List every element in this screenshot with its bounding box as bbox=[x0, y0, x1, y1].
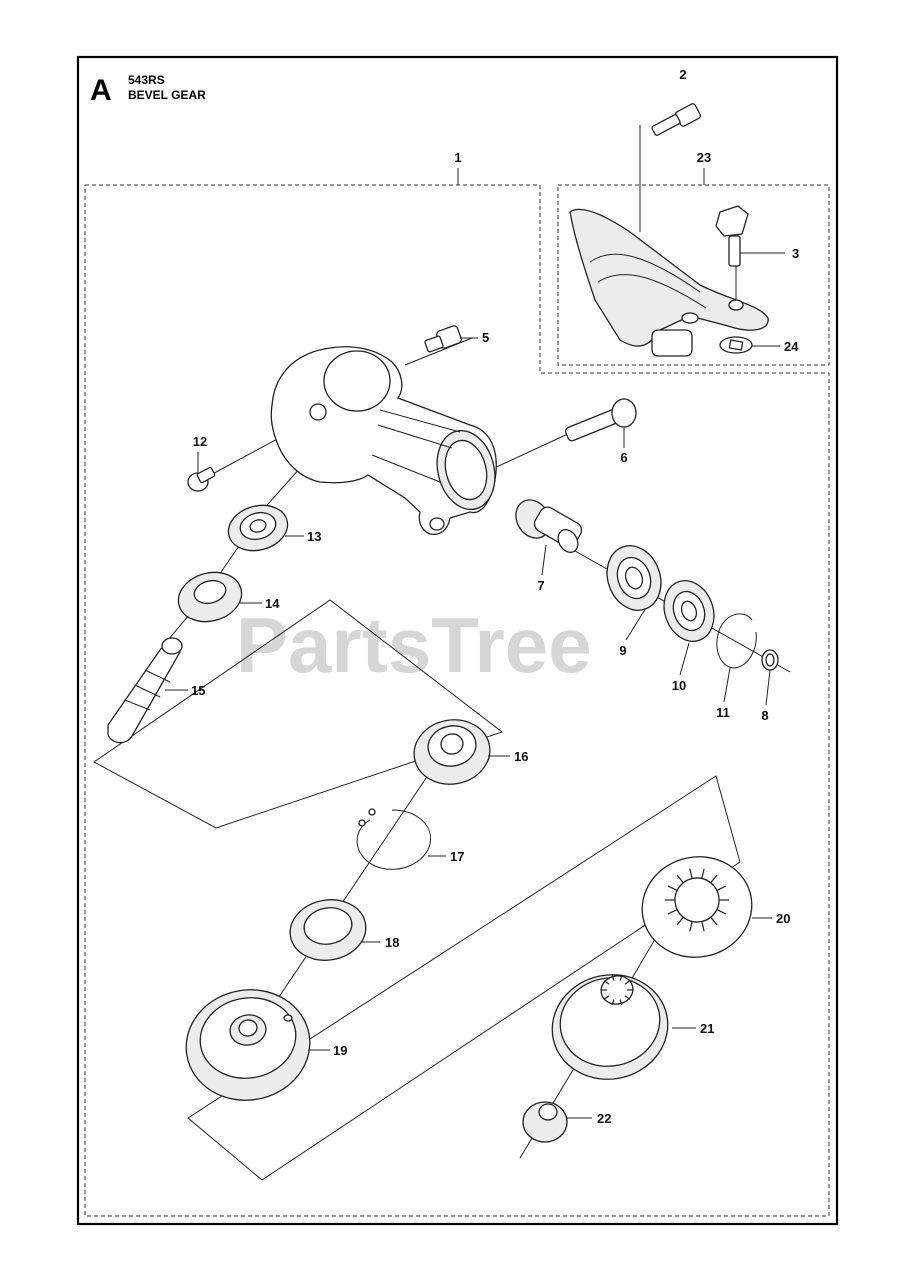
assembly-23-boundary bbox=[557, 184, 830, 366]
cup-spline bbox=[611, 974, 615, 981]
washer-tab bbox=[701, 921, 705, 932]
page-frame bbox=[76, 55, 839, 1226]
washer-tab bbox=[701, 868, 705, 879]
shaft-group-outline bbox=[93, 599, 504, 829]
support-group-outline bbox=[187, 775, 741, 1181]
seal-ring bbox=[289, 899, 367, 961]
callout-12: 12 bbox=[193, 434, 207, 449]
small-circlip bbox=[761, 649, 779, 671]
bevel-wheel bbox=[177, 571, 243, 623]
callout-2: 2 bbox=[679, 67, 686, 82]
callout-8: 8 bbox=[761, 708, 768, 723]
nut bbox=[522, 1101, 568, 1143]
washer-tab bbox=[710, 916, 718, 926]
cup-spline bbox=[619, 999, 623, 1006]
callout-labels: 1 2 3 5 6 7 8 9 10 11 12 13 14 15 16 17 … bbox=[191, 67, 799, 1126]
bevel-gear-housing bbox=[270, 346, 497, 536]
cup-spline bbox=[603, 980, 610, 985]
callout-11: 11 bbox=[716, 705, 730, 720]
input-pinion bbox=[515, 499, 583, 553]
callout-23: 23 bbox=[697, 150, 711, 165]
callout-7: 7 bbox=[537, 578, 544, 593]
ball-bearing-a bbox=[606, 545, 662, 611]
callout-1: 1 bbox=[454, 150, 461, 165]
side-screw bbox=[187, 466, 216, 492]
cup-spline bbox=[624, 995, 631, 1000]
washer-tab bbox=[710, 874, 718, 884]
washer-tab bbox=[676, 916, 684, 926]
callout-15: 15 bbox=[191, 683, 205, 698]
diagram-title: BEVEL GEAR bbox=[128, 88, 206, 102]
model-number: 543RS bbox=[128, 73, 165, 87]
washer-tab bbox=[689, 868, 693, 879]
snap-ring bbox=[356, 808, 432, 870]
washer-tab bbox=[667, 908, 678, 915]
callout-21: 21 bbox=[700, 1021, 714, 1036]
callout-22: 22 bbox=[597, 1111, 611, 1126]
washer-tab bbox=[689, 921, 693, 932]
callout-17: 17 bbox=[450, 849, 464, 864]
dust-cover bbox=[185, 989, 311, 1101]
lower-bearing bbox=[413, 719, 491, 785]
callout-16: 16 bbox=[514, 749, 528, 764]
guard-bolt bbox=[715, 205, 749, 267]
assembly-1-boundary bbox=[84, 184, 830, 1217]
callout-6: 6 bbox=[620, 450, 627, 465]
callout-3: 3 bbox=[792, 246, 799, 261]
cup-spline bbox=[603, 995, 610, 1000]
cup-spline bbox=[611, 999, 615, 1006]
callout-14: 14 bbox=[265, 596, 280, 611]
watermark: PartsTree bbox=[236, 601, 592, 689]
output-shaft bbox=[107, 637, 183, 744]
cup-spline bbox=[624, 980, 631, 985]
plug-screw bbox=[424, 325, 462, 353]
support-cup bbox=[551, 974, 669, 1080]
washer-tab bbox=[716, 908, 727, 915]
upper-bearing bbox=[227, 504, 289, 552]
support-cup-splines bbox=[601, 974, 633, 1006]
callout-9: 9 bbox=[619, 643, 626, 658]
section-letter: A bbox=[90, 74, 112, 107]
cup-spline bbox=[619, 974, 623, 981]
retaining-ring bbox=[716, 613, 757, 669]
support-washer-tabs bbox=[665, 868, 729, 932]
washer-tab bbox=[667, 885, 678, 892]
callout-leaders bbox=[165, 252, 785, 1119]
callout-5: 5 bbox=[482, 330, 489, 345]
guard-screw bbox=[651, 103, 702, 136]
callout-19: 19 bbox=[333, 1043, 347, 1058]
ball-bearing-b bbox=[663, 580, 715, 642]
washer bbox=[719, 336, 753, 354]
support-washer bbox=[641, 856, 753, 958]
callout-10: 10 bbox=[672, 678, 686, 693]
callout-20: 20 bbox=[776, 911, 790, 926]
washer-tab bbox=[716, 885, 727, 892]
callout-13: 13 bbox=[307, 529, 321, 544]
washer-tab bbox=[676, 874, 684, 884]
clamp-screw bbox=[564, 398, 637, 442]
callout-24: 24 bbox=[784, 339, 799, 354]
guard-bracket bbox=[569, 208, 769, 357]
callout-18: 18 bbox=[385, 935, 399, 950]
